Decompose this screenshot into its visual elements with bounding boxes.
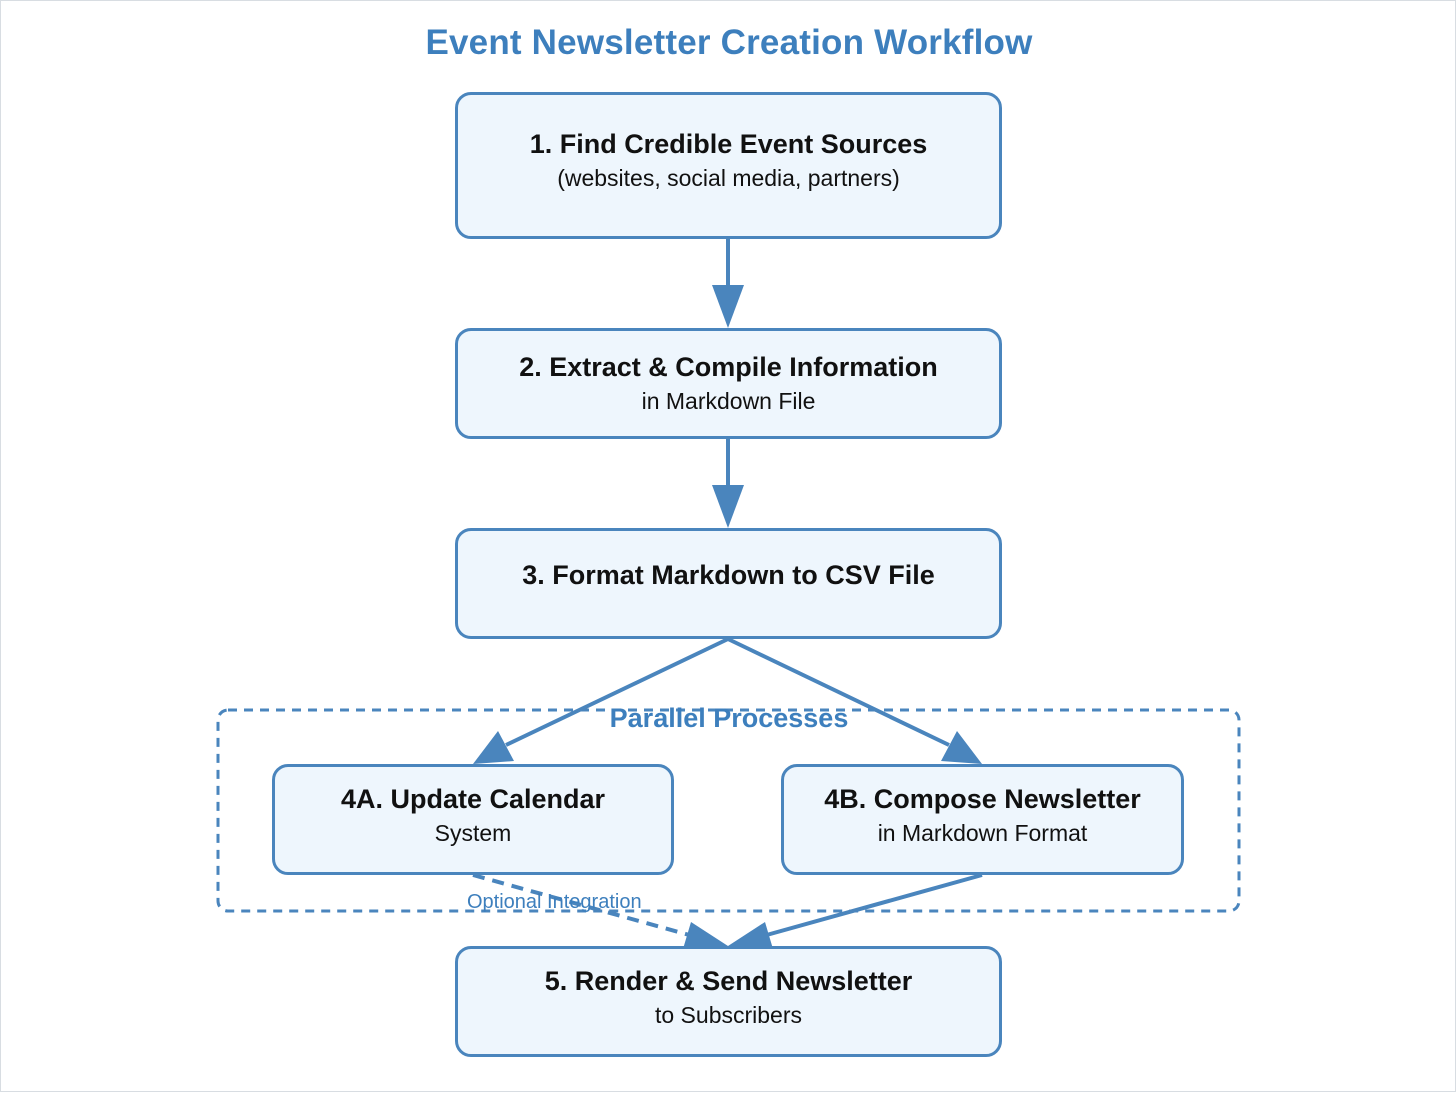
node-step1-title: 1. Find Credible Event Sources (529, 128, 928, 159)
node-step2: 2. Extract & Compile Information in Mark… (455, 328, 1002, 439)
node-step1-subtitle: (websites, social media, partners) (557, 164, 900, 191)
node-step5-title: 5. Render & Send Newsletter (544, 965, 913, 996)
node-step5-subtitle: to Subscribers (654, 1001, 802, 1028)
node-step4a-title: 4A. Update Calendar (340, 783, 606, 814)
node-step1: 1. Find Credible Event Sources (websites… (455, 92, 1002, 239)
diagram-title: Event Newsletter Creation Workflow (425, 23, 1033, 62)
node-step4b-subtitle: in Markdown Format (877, 819, 1088, 846)
edge-step2-step3 (712, 439, 744, 528)
node-step2-subtitle: in Markdown File (641, 387, 816, 414)
node-step4b: 4B. Compose Newsletter in Markdown Forma… (781, 764, 1184, 875)
edge-step4a-step5 (472, 873, 728, 949)
parallel-processes-group (216, 708, 1241, 913)
node-step3: 3. Format Markdown to CSV File (455, 528, 1002, 639)
node-step4b-title: 4B. Compose Newsletter (824, 783, 1141, 814)
node-step2-title: 2. Extract & Compile Information (519, 351, 938, 382)
node-step4a-subtitle: System (434, 819, 512, 846)
edge-step4b-step5 (728, 873, 983, 949)
optional-integration-label: Optional Integration (467, 891, 642, 913)
node-step4a: 4A. Update Calendar System (272, 764, 674, 875)
edge-step3-step4b (727, 637, 982, 764)
parallel-processes-label: Parallel Processes (609, 703, 849, 733)
node-step3-title: 3. Format Markdown to CSV File (522, 559, 935, 590)
edge-step1-step2 (712, 239, 744, 328)
edge-step3-step4a (473, 637, 729, 764)
node-step5: 5. Render & Send Newsletter to Subscribe… (455, 946, 1002, 1057)
